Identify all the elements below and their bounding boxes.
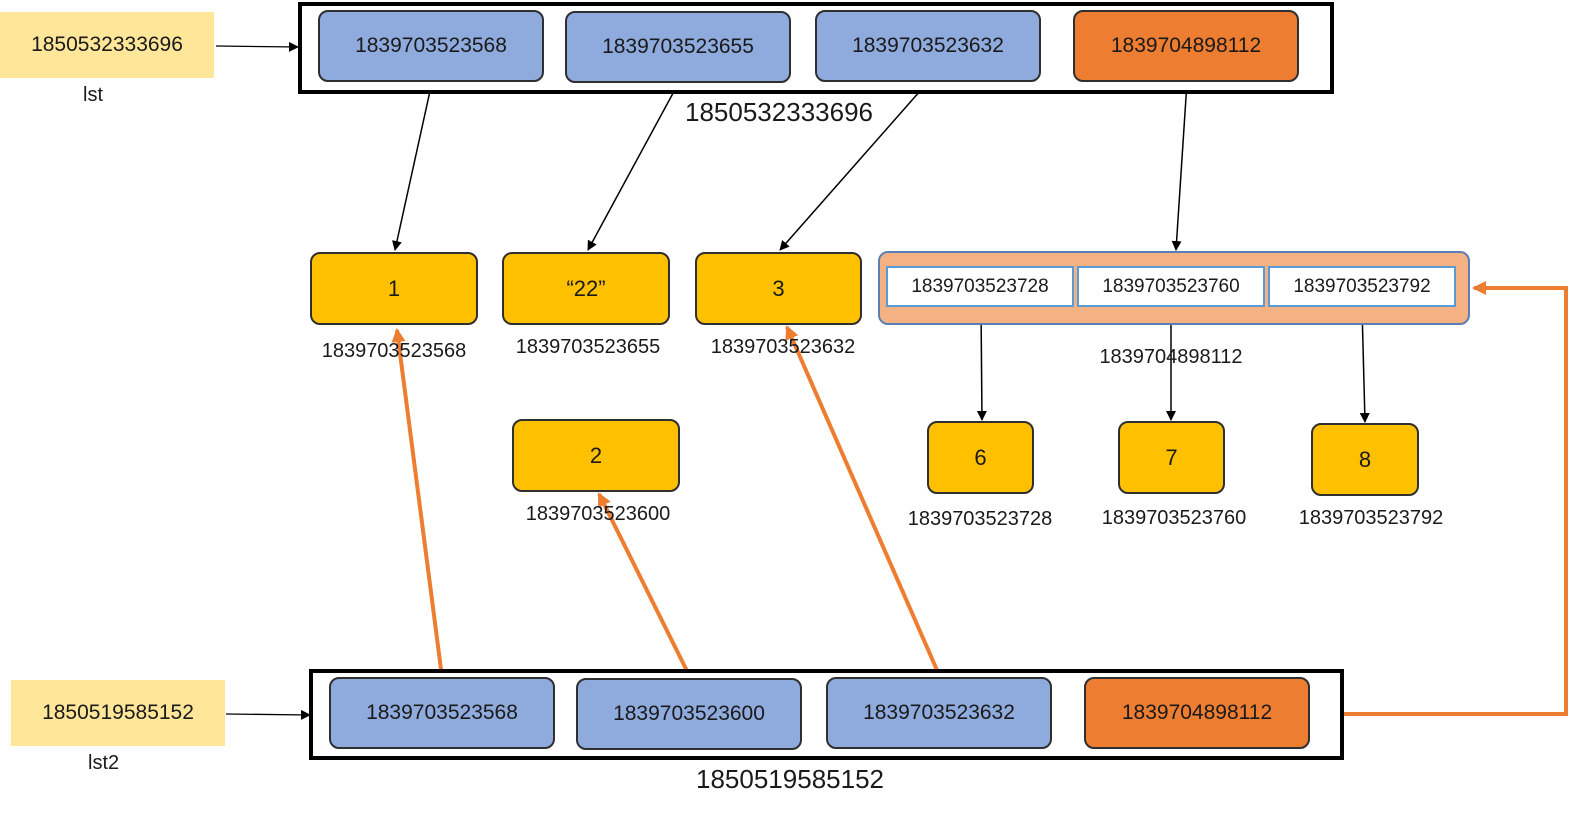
arrow-lst-cell3-to-inner-list <box>1171 81 1188 251</box>
object-1-value: 1 <box>387 275 401 301</box>
lst2-cell-1: 1839703523600 <box>576 678 802 750</box>
lst2-cell-2: 1839703523632 <box>826 677 1052 749</box>
lst-cell-2-text: 1839703523632 <box>852 34 1004 57</box>
lst2-cell-0-text: 1839703523568 <box>366 701 518 724</box>
object-3-value: 3 <box>772 275 785 301</box>
inner-list-cell-2: 1839703523792 <box>1268 266 1456 307</box>
arrow-lst2-cell2-to-obj3 <box>785 325 942 678</box>
object-3: 3 <box>695 252 862 325</box>
inner-list-cell-0-text: 1839703523728 <box>911 275 1049 297</box>
lst2-cell-2-text: 1839703523632 <box>863 701 1015 724</box>
lst-list-id: 1850532333696 <box>685 97 873 127</box>
object-8-id: 1839703523792 <box>1298 507 1444 529</box>
object-7: 7 <box>1118 421 1225 494</box>
lst-cell-0-text: 1839703523568 <box>355 34 507 57</box>
object-8: 8 <box>1311 423 1419 496</box>
inner-list-id: 1839704898112 <box>1099 346 1243 368</box>
object-2-id: 1839703523600 <box>525 503 671 525</box>
object-6-value: 6 <box>974 444 987 470</box>
object-7-value: 7 <box>1165 444 1178 470</box>
lst-variable-value: 1850532333696 <box>31 33 183 56</box>
object-22: “22” <box>502 252 670 325</box>
object-3-id: 1839703523632 <box>710 336 856 358</box>
lst2-variable-value: 1850519585152 <box>42 701 194 724</box>
inner-list-cell-1: 1839703523760 <box>1077 266 1265 307</box>
lst-cell-3-text: 1839704898112 <box>1110 34 1262 57</box>
lst-variable-box: 1850532333696 <box>0 12 214 78</box>
lst-cell-2: 1839703523632 <box>815 10 1041 82</box>
arrow-lst-cell1-to-obj22 <box>587 83 679 251</box>
inner-list-cell-0: 1839703523728 <box>886 266 1074 307</box>
arrow-lst2-cell3-to-inner-list <box>1310 281 1568 716</box>
object-22-id: 1839703523655 <box>515 336 661 358</box>
lst2-cell-0: 1839703523568 <box>329 677 555 749</box>
object-22-value: “22” <box>566 275 606 301</box>
lst-cell-0: 1839703523568 <box>318 10 544 82</box>
arrow-lst2-to-list <box>225 709 311 720</box>
object-2: 2 <box>512 419 680 492</box>
lst-variable-name: lst <box>83 84 103 106</box>
object-6: 6 <box>927 421 1034 494</box>
object-1-id: 1839703523568 <box>321 340 467 362</box>
object-6-id: 1839703523728 <box>907 508 1053 530</box>
lst2-cell-3: 1839704898112 <box>1084 677 1310 749</box>
object-8-value: 8 <box>1358 446 1372 472</box>
arrow-lst-to-list <box>215 41 299 52</box>
object-2-value: 2 <box>589 442 603 468</box>
lst2-variable-name: lst2 <box>88 752 120 774</box>
lst2-cell-1-text: 1839703523600 <box>613 702 765 725</box>
inner-list-cell-1-text: 1839703523760 <box>1102 275 1240 297</box>
object-7-id: 1839703523760 <box>1101 507 1247 529</box>
lst-cell-1-text: 1839703523655 <box>602 35 754 58</box>
object-1: 1 <box>310 252 478 325</box>
arrow-lst2-cell0-to-obj1 <box>391 328 444 678</box>
inner-list-cell-2-text: 1839703523792 <box>1293 275 1431 297</box>
lst2-list-id: 1850519585152 <box>696 764 884 794</box>
lst-cell-3: 1839704898112 <box>1073 10 1299 82</box>
arrow-lst-cell0-to-obj1 <box>392 81 433 251</box>
lst2-variable-box: 1850519585152 <box>11 680 225 746</box>
lst-cell-1: 1839703523655 <box>565 11 791 83</box>
lst2-cell-3-text: 1839704898112 <box>1121 701 1273 724</box>
